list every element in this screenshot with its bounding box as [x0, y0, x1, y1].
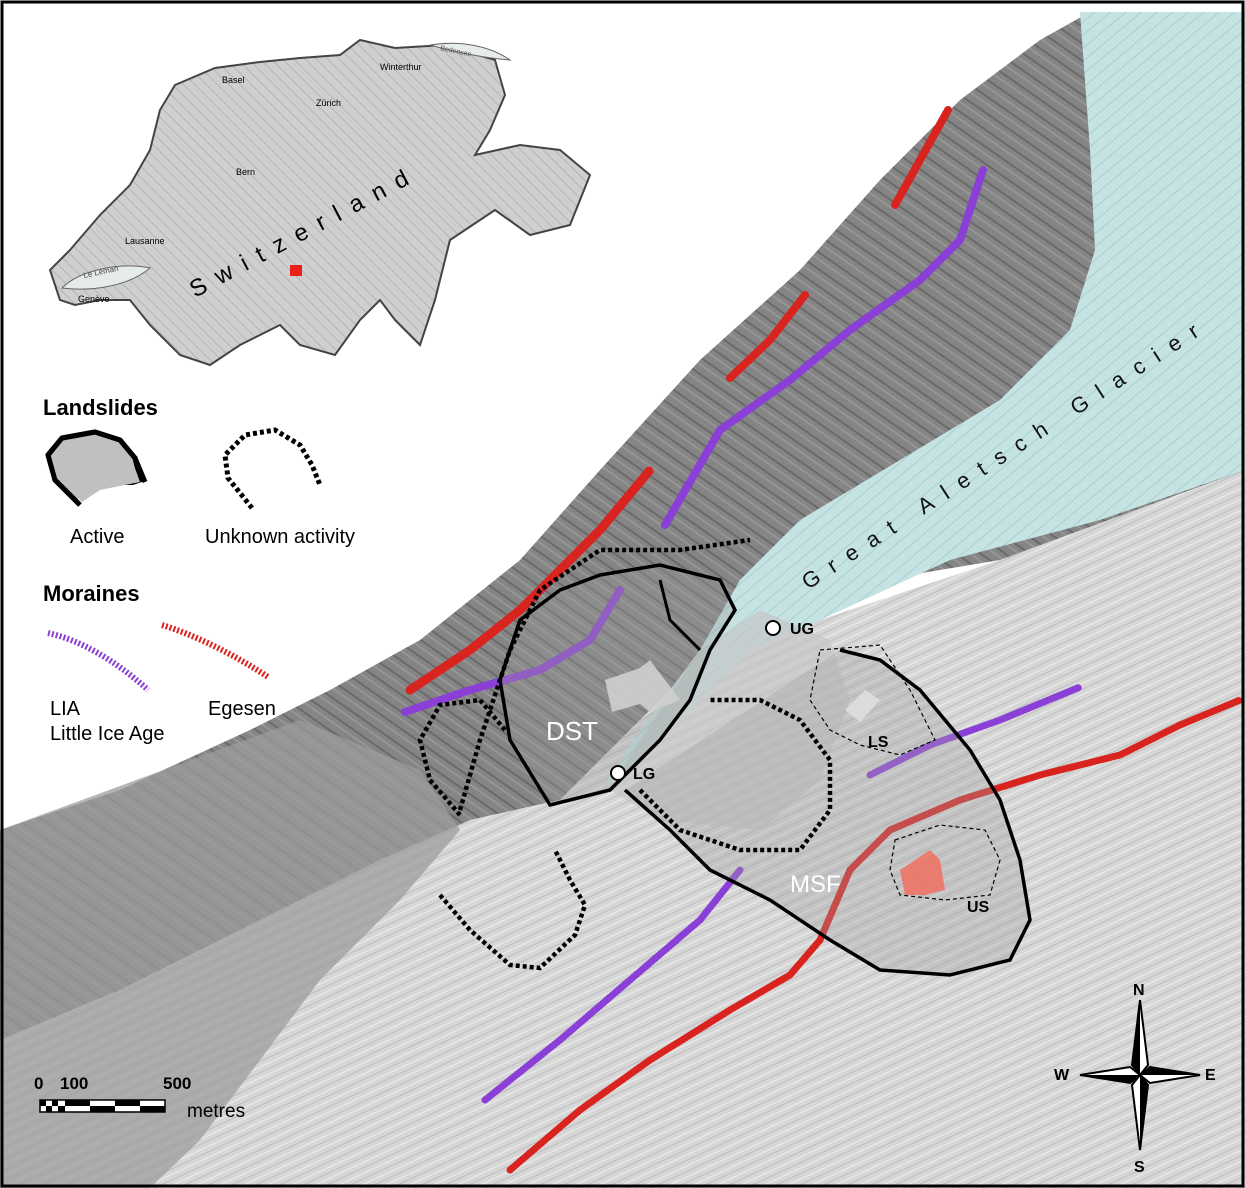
us-arrow	[900, 850, 945, 895]
scale-bar: 0 100 500 metres	[34, 1074, 245, 1122]
lia-moraine-3	[481, 866, 744, 1104]
legend-lia-label: LIA	[50, 698, 81, 720]
unknown-landslide-bottom	[438, 848, 588, 971]
ls-arrow	[845, 690, 880, 722]
us-label: US	[967, 899, 990, 916]
legend-unknown-label: Unknown activity	[205, 526, 355, 548]
compass-rose: N S W E	[1054, 982, 1216, 1176]
landslide-dst-scarp	[658, 579, 702, 652]
ug-marker	[765, 620, 781, 636]
scale-seg-4	[58, 1106, 65, 1112]
terrain-light-slope	[0, 470, 1245, 1188]
legend: Landslides Active Unknown activity Morai…	[43, 395, 355, 745]
legend-active-label: Active	[70, 526, 124, 548]
lia-moraine-2	[661, 166, 987, 529]
lg-label: LG	[633, 766, 655, 783]
scale-seg-1	[40, 1100, 46, 1106]
legend-active-swatch-fill	[51, 435, 140, 502]
egesen-moraine-4	[506, 696, 1244, 1174]
legend-lia-sublabel: Little Ice Age	[50, 723, 165, 745]
inset-lake-bodensee	[429, 42, 512, 61]
compass-south-fill	[1140, 1075, 1148, 1150]
egesen-moraine-3	[891, 106, 952, 209]
legend-landslides-title: Landslides	[43, 395, 158, 420]
landslide-us-outline	[889, 824, 1001, 901]
egesen-moraine-2	[726, 291, 809, 382]
ug-label: UG	[790, 621, 814, 638]
legend-lia-swatch	[47, 630, 151, 693]
legend-egesen-swatch	[161, 622, 270, 680]
glacier-area	[600, 12, 1245, 790]
scale-tick-0: 0	[34, 1074, 43, 1093]
compass-west-fill	[1080, 1075, 1140, 1083]
msf-label: MSF	[790, 871, 841, 898]
compass-n-label: N	[1133, 982, 1145, 999]
inset-city-bern: Bern	[236, 167, 255, 177]
legend-egesen-label: Egesen	[208, 698, 276, 720]
scale-tick-100: 100	[60, 1074, 88, 1093]
terrain-dark-valley	[0, 720, 460, 1188]
lia-moraines	[401, 166, 1084, 1104]
unknown-landslide-center	[638, 697, 833, 853]
inset-location-marker	[290, 265, 302, 276]
lia-moraine-4	[866, 683, 1084, 779]
scale-seg-8	[140, 1106, 165, 1112]
ls-label: LS	[868, 734, 889, 751]
scale-unit: metres	[187, 1101, 245, 1122]
compass-north-fill	[1132, 1000, 1140, 1075]
inset-lake-leman	[60, 265, 152, 290]
legend-moraines-title: Moraines	[43, 581, 140, 606]
unknown-landslide-left	[417, 697, 507, 817]
legend-active-swatch-edge	[45, 429, 148, 507]
scale-seg-5	[65, 1100, 90, 1106]
inset-switzerland-outline	[48, 38, 592, 367]
compass-e-label: E	[1205, 1067, 1216, 1084]
inset-city-winterthur: Winterthur	[380, 62, 422, 72]
inset-map: Basel Winterthur Zürich Bern Lausanne Ge…	[48, 38, 592, 367]
compass-w-label: W	[1054, 1067, 1070, 1084]
inset-city-basel: Basel	[222, 75, 245, 85]
landslide-ls-outline	[809, 644, 936, 756]
glacier-tongue-shade	[610, 610, 850, 830]
inset-city-geneve: Genève	[78, 294, 110, 304]
inset-city-lausanne: Lausanne	[125, 236, 165, 246]
unknown-landslides	[417, 537, 833, 971]
dst-label: DST	[546, 716, 598, 746]
inset-city-zurich: Zürich	[316, 98, 341, 108]
scale-tick-500: 500	[163, 1074, 191, 1093]
lia-moraine-1	[401, 586, 624, 716]
scale-seg-7	[115, 1100, 140, 1106]
unknown-landslide-top	[457, 537, 751, 811]
lg-marker	[610, 765, 626, 781]
dst-arrow	[605, 660, 680, 712]
compass-s-label: S	[1134, 1159, 1145, 1176]
compass-east-fill	[1140, 1067, 1200, 1075]
scale-seg-3	[52, 1100, 58, 1106]
scale-seg-6	[90, 1106, 115, 1112]
legend-unknown-swatch	[222, 427, 323, 510]
scale-seg-2	[46, 1106, 52, 1112]
